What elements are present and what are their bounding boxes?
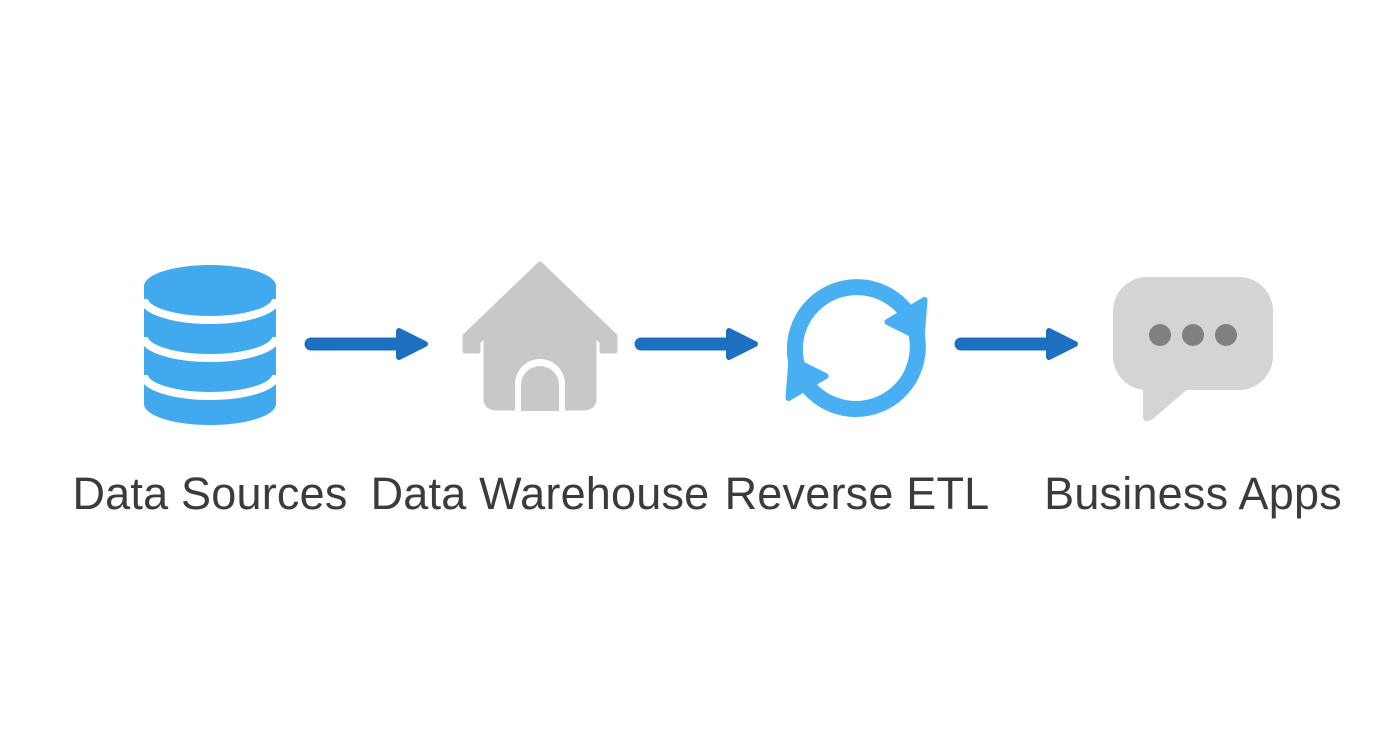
arrow-right-icon <box>634 328 758 360</box>
sync-icon <box>785 279 928 417</box>
arrow-right-icon <box>304 328 428 360</box>
node-label-business-apps: Business Apps <box>1044 468 1342 519</box>
chat-bubble-icon <box>1113 277 1273 422</box>
node-reverse-etl: Reverse ETL <box>697 0 1017 752</box>
house-icon <box>462 261 618 411</box>
database-icon <box>141 265 279 425</box>
arrow-right-icon <box>954 328 1078 360</box>
node-data-warehouse: Data Warehouse <box>371 0 709 752</box>
node-business-apps: Business Apps <box>1033 0 1353 752</box>
node-label-data-warehouse: Data Warehouse <box>370 468 710 519</box>
node-data-sources: Data Sources <box>50 0 370 752</box>
node-label-data-sources: Data Sources <box>72 468 348 519</box>
node-label-reverse-etl: Reverse ETL <box>724 468 990 519</box>
